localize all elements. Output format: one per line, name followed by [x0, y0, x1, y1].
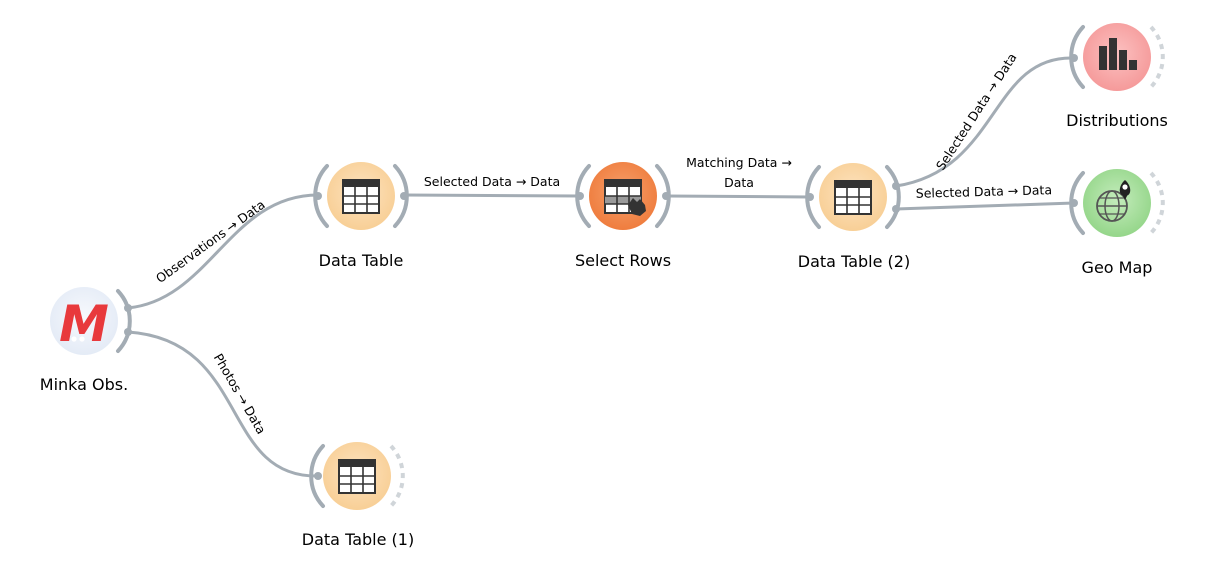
link-select-rows-to-data-table-2[interactable]: Matching Data → Data [665, 155, 811, 199]
node-label-geo-map: Geo Map [1082, 258, 1153, 277]
svg-text:M: M [59, 295, 109, 353]
node-select-rows[interactable]: Select Rows [575, 162, 671, 270]
node-label-select-rows: Select Rows [575, 251, 671, 270]
table-icon [338, 459, 376, 494]
node-minka-obs[interactable]: M Minka Obs. [40, 287, 132, 394]
link-minka-to-data-table-1[interactable]: Photos → Data [127, 330, 319, 478]
link-label-selected-data-2: Selected Data → Data [933, 50, 1020, 172]
link-minka-to-data-table[interactable]: Observations → Data [127, 193, 319, 310]
node-label-minka-obs: Minka Obs. [40, 375, 128, 394]
node-label-data-table-2: Data Table (2) [798, 252, 910, 271]
node-data-table-2[interactable]: Data Table (2) [798, 163, 910, 271]
table-icon [834, 180, 872, 215]
minka-logo-icon: M [59, 295, 109, 353]
link-data-table-2-to-distributions[interactable]: Selected Data → Data [895, 50, 1075, 188]
node-data-table-1[interactable]: Data Table (1) [302, 442, 414, 549]
link-label-selected-data-3: Selected Data → Data [916, 182, 1053, 201]
select-rows-icon [604, 179, 646, 216]
link-label-observations: Observations → Data [153, 197, 268, 286]
link-label-matching-data-line2: Data [724, 175, 754, 190]
node-distributions[interactable]: Distributions [1066, 23, 1168, 130]
node-data-table[interactable]: Data Table [313, 162, 409, 270]
link-label-selected-data-1: Selected Data → Data [424, 174, 560, 189]
node-label-data-table-1: Data Table (1) [302, 530, 414, 549]
node-label-distributions: Distributions [1066, 111, 1168, 130]
link-data-table-to-select-rows[interactable]: Selected Data → Data [403, 174, 581, 198]
table-icon [342, 179, 380, 214]
bar-chart-icon [1099, 38, 1137, 70]
globe-pin-icon [1096, 180, 1131, 222]
node-geo-map[interactable]: Geo Map [1069, 169, 1165, 277]
link-data-table-2-to-geo-map[interactable]: Selected Data → Data [895, 182, 1075, 211]
node-label-data-table: Data Table [319, 251, 404, 270]
link-label-matching-data-line1: Matching Data → [686, 155, 792, 170]
